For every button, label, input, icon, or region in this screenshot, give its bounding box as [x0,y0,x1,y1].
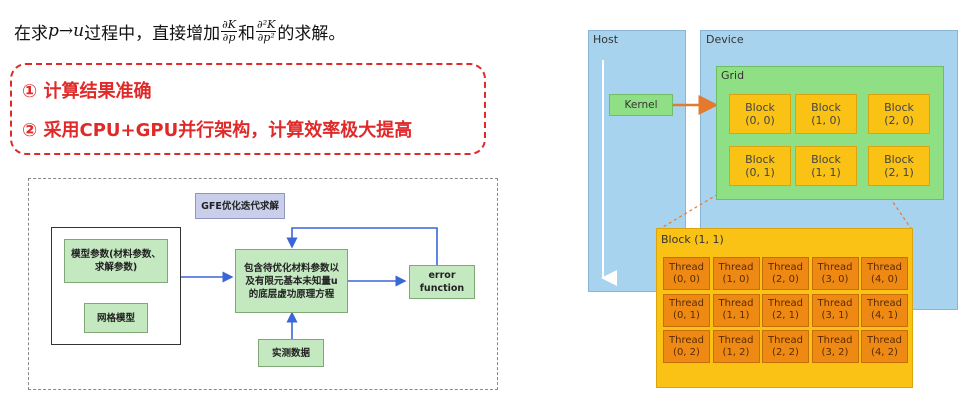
virtual-work-equation-box: 包含待优化材料参数以及有限元基本未知量u的底层虚功原理方程 [235,249,348,313]
thread-cell: Thread(1, 0) [712,257,760,290]
thread-cell: Thread(0, 1) [663,293,710,327]
grid-label: Grid [721,69,745,82]
grid-block-index: (0, 1) [745,166,775,179]
thread-cell: Thread(0, 0) [663,257,710,290]
thread-index: (2, 2) [772,346,799,358]
grid-block-index: (1, 1) [811,166,841,179]
thread-name: Thread [867,334,902,346]
title-suffix: 的求解。 [277,23,346,44]
error-function-box: error function [409,265,475,299]
device-label: Device [706,33,744,46]
kernel-box: Kernel [609,94,673,116]
grid-block-index: (2, 1) [884,166,914,179]
thread-cell: Thread(3, 2) [811,330,859,363]
thread-name: Thread [867,261,902,273]
grid-block-highlighted: Block (1, 1) [795,146,857,186]
thread-cell: Thread(1, 2) [712,330,760,363]
gfe-iteration-label: GFE优化迭代求解 [195,193,285,219]
grid-block-index: (1, 0) [811,114,841,127]
thread-cell: Thread(4, 2) [861,330,908,363]
title-var-p: p [48,21,59,41]
thread-name: Thread [768,261,803,273]
thread-cell: Thread(1, 1) [712,293,760,327]
fraction-second-derivative: ∂²K ∂p² [256,17,277,44]
thread-index: (4, 1) [871,310,898,321]
thread-index: (4, 0) [871,273,898,285]
thread-cell: Thread(4, 0) [861,257,908,290]
host-label: Host [593,33,619,46]
thread-index: (0, 1) [673,310,700,321]
grid-block-name: Block [884,153,914,166]
grid-block-name: Block [745,101,775,114]
highlight-callout: ① 计算结果准确 ② 采用CPU+GPU并行架构，计算效率极大提高 [10,63,486,155]
thread-cell: Thread(2, 2) [762,330,809,363]
grid-block: Block (0, 1) [729,146,791,186]
grid-block: Block (1, 0) [795,94,857,134]
thread-cell: Thread(0, 2) [663,330,710,363]
thread-cell: Thread(4, 1) [861,293,908,327]
grid-block-name: Block [884,101,914,114]
frac2-denominator: ∂p² [257,30,275,44]
formula-title: 在求 p → u 过程中，直接增加 ∂K ∂p 和 ∂²K ∂p² 的求解。 [14,14,345,48]
thread-cell: Thread(3, 0) [811,257,859,290]
thread-index: (3, 1) [821,310,849,321]
thread-index: (4, 2) [871,346,898,358]
callout-point-accurate: ① 计算结果准确 [22,81,152,102]
title-prefix: 在求 [14,23,48,44]
grid-block-index: (2, 0) [884,114,914,127]
callout-point-parallel: ② 采用CPU+GPU并行架构，计算效率极大提高 [22,120,413,141]
thread-name: Thread [718,261,754,273]
title-arrow: → [58,21,74,41]
thread-index: (2, 1) [772,310,799,321]
thread-name: Thread [768,298,803,309]
block-detail-label: Block (1, 1) [661,233,724,246]
thread-index: (3, 2) [821,346,849,358]
fraction-first-derivative: ∂K ∂p [221,17,237,44]
thread-cell: Thread(2, 1) [762,293,809,327]
thread-name: Thread [867,298,902,309]
mesh-model-box: 网格模型 [84,303,148,333]
title-var-u: u [73,21,85,41]
thread-name: Thread [817,261,853,273]
flow-arrows [181,227,438,339]
grid-block-name: Block [745,153,775,166]
grid-block: Block (2, 0) [868,94,930,134]
thread-name: Thread [817,298,853,309]
grid-block: Block (0, 0) [729,94,791,134]
grid-block-name: Block [811,153,841,166]
input-group-frame [51,227,181,345]
thread-index: (0, 2) [673,346,700,358]
gfe-flow-diagram: GFE优化迭代求解 模型参数(材料参数、求解参数) 网格模型 包含待优化材料参数… [28,178,498,390]
frac1-denominator: ∂p [222,30,236,44]
thread-name: Thread [817,334,853,346]
title-mid: 过程中，直接增加 [84,23,221,44]
thread-index: (3, 0) [821,273,849,285]
thread-name: Thread [669,334,704,346]
thread-name: Thread [669,298,704,309]
thread-index: (1, 0) [722,273,750,285]
thread-cell: Thread(3, 1) [811,293,859,327]
model-params-box: 模型参数(材料参数、求解参数) [64,239,168,283]
thread-name: Thread [669,261,704,273]
frac1-numerator: ∂K [221,17,237,32]
grid-block-index: (0, 0) [745,114,775,127]
grid-block-name: Block [811,101,841,114]
thread-index: (1, 1) [722,310,750,321]
thread-index: (1, 2) [722,346,750,358]
thread-cell: Thread(2, 0) [762,257,809,290]
cuda-hierarchy-diagram: Host Device Grid Kernel Block (0, 0) Blo… [588,30,964,388]
grid-block: Block (2, 1) [868,146,930,186]
thread-name: Thread [768,334,803,346]
title-and: 和 [238,23,255,44]
thread-name: Thread [718,334,754,346]
thread-name: Thread [718,298,754,309]
measured-data-box: 实测数据 [258,339,324,367]
thread-index: (0, 0) [673,273,700,285]
frac2-numerator: ∂²K [256,17,277,32]
thread-index: (2, 0) [772,273,799,285]
